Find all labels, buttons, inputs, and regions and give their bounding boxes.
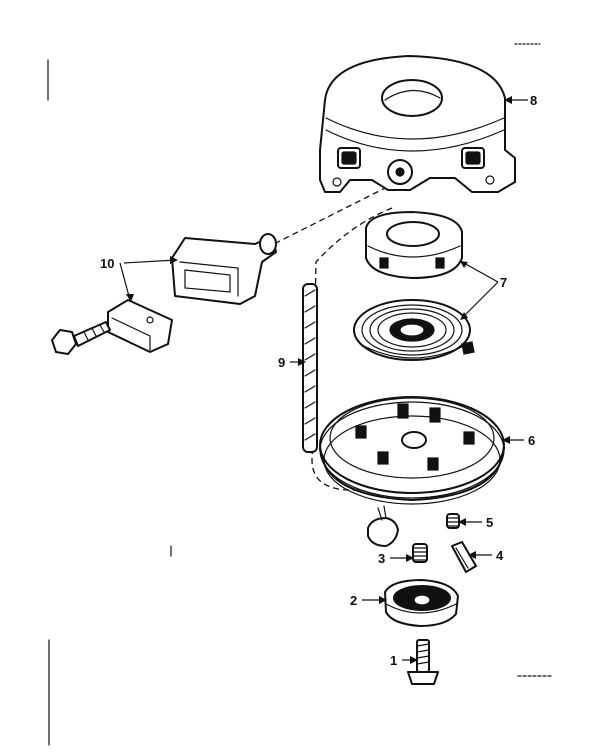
screw-part-10 bbox=[51, 321, 111, 355]
part-label-2: 2 bbox=[350, 593, 357, 608]
part-label-8: 8 bbox=[530, 93, 537, 108]
part-label-5: 5 bbox=[486, 515, 493, 530]
spring-part-3 bbox=[412, 543, 428, 563]
part-label-1: 1 bbox=[390, 653, 397, 668]
part-label-4: 4 bbox=[496, 548, 504, 563]
part-label-10: 10 bbox=[100, 256, 114, 271]
spring-cap-part-7 bbox=[365, 211, 463, 279]
screw-part-1 bbox=[407, 639, 439, 685]
part-label-6: 6 bbox=[528, 433, 535, 448]
pulley-part-6 bbox=[319, 396, 505, 505]
part-label-7: 7 bbox=[500, 275, 507, 290]
cup-part-2 bbox=[384, 579, 459, 627]
housing-part-8 bbox=[319, 55, 516, 193]
handle-part-10 bbox=[171, 233, 277, 305]
part-label-9: 9 bbox=[278, 355, 285, 370]
clip-part-10 bbox=[107, 299, 173, 353]
rope-part-9 bbox=[302, 283, 318, 453]
leader-lines bbox=[119, 96, 528, 664]
part-label-3: 3 bbox=[378, 551, 385, 566]
recoil-spring-part-7 bbox=[353, 299, 475, 361]
scan-marks bbox=[47, 43, 553, 746]
small-spring-part-5 bbox=[446, 513, 460, 529]
pawl-part-4 bbox=[451, 541, 477, 573]
part-labels: 8 10 7 9 6 5 4 3 2 1 bbox=[100, 93, 537, 668]
retainer-knob bbox=[367, 505, 399, 547]
assembly-guide-lines bbox=[261, 177, 406, 491]
